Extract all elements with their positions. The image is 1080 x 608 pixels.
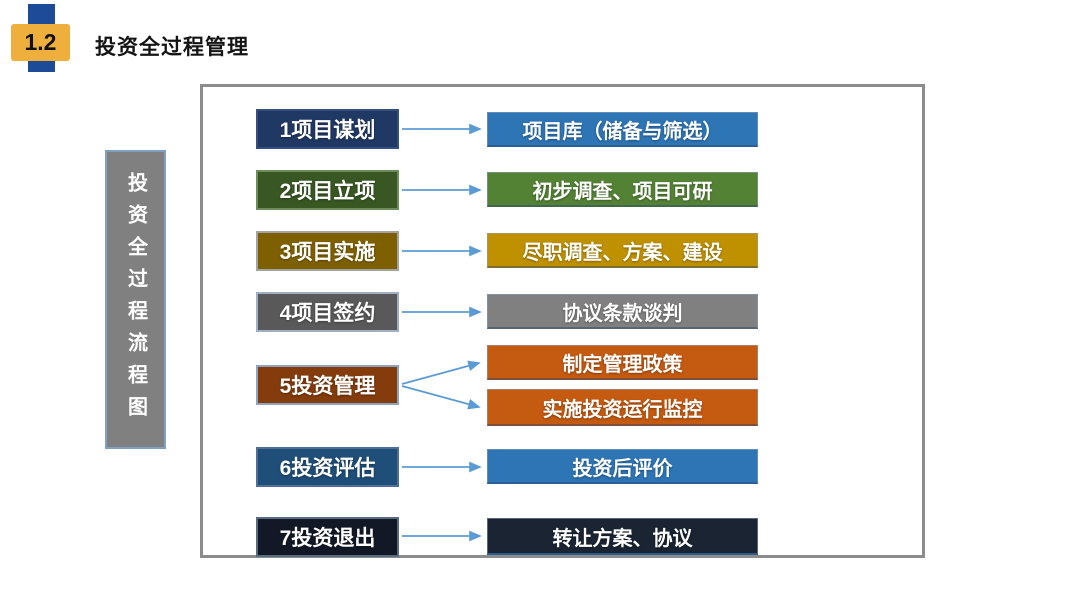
step-box-5: 5投资管理 — [256, 365, 399, 405]
step-box-1: 1项目谋划 — [256, 109, 399, 149]
output-box-3: 尽职调查、方案、建设 — [487, 233, 758, 268]
step-box-3: 3项目实施 — [256, 231, 399, 271]
output-box-4: 协议条款谈判 — [487, 294, 758, 329]
arrow-layer — [401, 123, 482, 542]
output-box-7: 转让方案、协议 — [487, 518, 758, 555]
output-box-2: 初步调查、项目可研 — [487, 172, 758, 207]
output-box-5b: 实施投资运行监控 — [487, 389, 758, 426]
output-box-6: 投资后评价 — [487, 449, 758, 484]
section-badge: 1.2 — [0, 0, 90, 80]
flowchart-panel: 1项目谋划 项目库（储备与筛选） 2项目立项 初步调查、项目可研 3项目实施 尽… — [200, 84, 925, 558]
flow-side-label: 投资全过程流程图 — [105, 150, 166, 449]
step-box-2: 2项目立项 — [256, 170, 399, 210]
section-number: 1.2 — [11, 24, 70, 61]
flow-side-label-text: 投资全过程流程图 — [124, 171, 147, 428]
output-box-5a: 制定管理政策 — [487, 345, 758, 380]
arrow-row5-upper — [401, 360, 481, 385]
step-box-7: 7投资退出 — [256, 517, 399, 557]
step-box-6: 6投资评估 — [256, 447, 399, 487]
page-title: 投资全过程管理 — [95, 36, 249, 59]
step-box-4: 4项目签约 — [256, 292, 399, 332]
output-box-1: 项目库（储备与筛选） — [487, 112, 758, 147]
arrow-row5-lower — [401, 385, 481, 410]
